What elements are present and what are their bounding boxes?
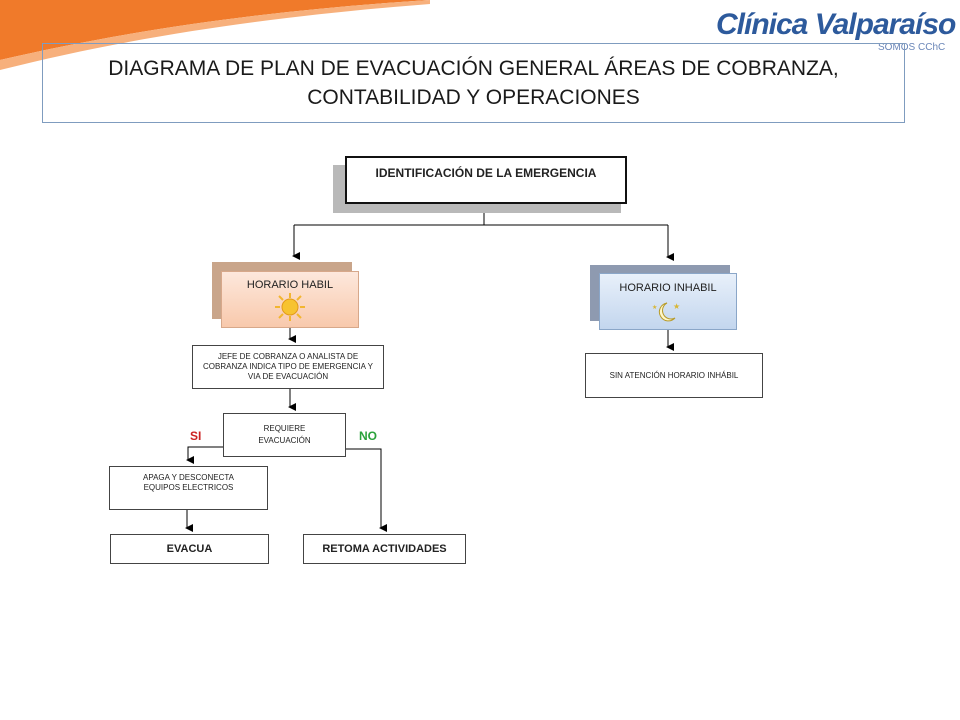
- arrow-no: [346, 448, 387, 532]
- node-horario-inhabil-label: HORARIO INHABIL: [619, 282, 717, 294]
- title-line-1: DIAGRAMA DE PLAN DE EVACUACIÓN GENERAL Á…: [108, 57, 839, 80]
- node-requiere-label: REQUIERE EVACUACIÓN: [258, 424, 311, 445]
- svg-text:★: ★: [673, 302, 680, 311]
- title-line-2: CONTABILIDAD Y OPERACIONES: [307, 86, 640, 109]
- node-horario-inhabil: HORARIO INHABIL ★ ★: [599, 273, 737, 330]
- node-apaga: APAGA Y DESCONECTA EQUIPOS ELECTRICOS: [109, 466, 268, 510]
- node-apaga-label: APAGA Y DESCONECTA EQUIPOS ELECTRICOS: [143, 473, 234, 492]
- label-no: NO: [359, 429, 377, 443]
- svg-text:★: ★: [652, 304, 657, 311]
- moon-stars-icon: ★ ★: [652, 302, 680, 322]
- arrow-si: [186, 446, 223, 464]
- node-horario-habil: HORARIO HABIL: [221, 271, 359, 328]
- node-sin-atencion: SIN ATENCIÓN HORARIO INHÁBIL: [585, 353, 763, 398]
- node-identificacion: IDENTIFICACIÓN DE LA EMERGENCIA: [345, 156, 627, 204]
- node-jefe: JEFE DE COBRANZA O ANALISTA DE COBRANZA …: [192, 345, 384, 389]
- header-swoosh: [0, 0, 430, 70]
- label-si: SI: [190, 429, 202, 443]
- node-retoma: RETOMA ACTIVIDADES: [303, 534, 466, 564]
- sun-icon: [275, 293, 305, 321]
- node-horario-habil-label: HORARIO HABIL: [246, 279, 334, 291]
- node-evacua: EVACUA: [110, 534, 269, 564]
- brand-logo: Clínica Valparaíso: [716, 8, 956, 41]
- node-requiere-evacuacion: REQUIERE EVACUACIÓN: [223, 413, 346, 457]
- brand-tagline: SOMOS CChC: [878, 42, 946, 53]
- page-title: DIAGRAMA DE PLAN DE EVACUACIÓN GENERAL Á…: [42, 43, 905, 123]
